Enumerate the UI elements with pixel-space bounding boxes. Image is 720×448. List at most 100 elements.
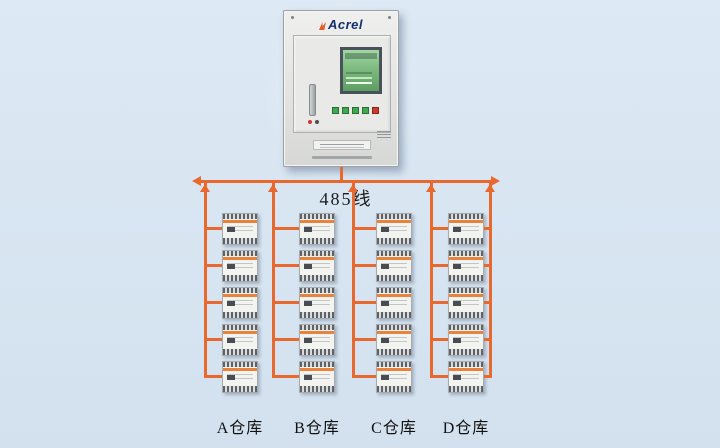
terminal-block-top (300, 214, 334, 219)
energy-meter-device (299, 361, 335, 393)
device-face (223, 260, 257, 275)
terminal-block-top (300, 251, 334, 256)
terminal-block-top (449, 288, 483, 293)
device-connector (484, 338, 489, 341)
brand-logo-icon (318, 22, 326, 30)
terminal-block-bottom (377, 238, 411, 244)
vent-slots (377, 129, 391, 140)
device-display (304, 375, 312, 380)
bus-drop-arrow-icon (348, 184, 358, 192)
energy-meter-device (222, 213, 258, 245)
cabinet-feed-line (340, 167, 343, 181)
device-connector (433, 264, 448, 267)
device-display (304, 301, 312, 306)
device-face (300, 260, 334, 275)
fine-print (312, 156, 372, 159)
device-connector (484, 375, 489, 378)
device-accent-stripe (449, 331, 483, 334)
device-connector (207, 264, 222, 267)
terminal-block-top (449, 325, 483, 330)
device-accent-stripe (377, 368, 411, 371)
energy-meter-device (299, 324, 335, 356)
device-display (227, 227, 235, 232)
terminal-block-top (223, 325, 257, 330)
device-display (453, 227, 461, 232)
device-face (300, 297, 334, 312)
device-connector (484, 227, 489, 230)
device-face (300, 371, 334, 386)
warehouse-label-a: A仓库 (216, 420, 264, 437)
device-accent-stripe (449, 220, 483, 223)
energy-meter-device (376, 250, 412, 282)
energy-meter-device (448, 250, 484, 282)
device-connector (355, 375, 376, 378)
door-handle (309, 84, 316, 116)
device-display (227, 375, 235, 380)
warehouse-label-d: D仓库 (442, 420, 490, 437)
panel-button (342, 107, 349, 114)
device-face (300, 334, 334, 349)
device-display (227, 338, 235, 343)
device-face (300, 223, 334, 238)
device-face (377, 334, 411, 349)
terminal-block-bottom (449, 312, 483, 318)
device-connector (275, 338, 299, 341)
device-connector (207, 338, 222, 341)
terminal-block-bottom (449, 238, 483, 244)
terminal-block-top (377, 325, 411, 330)
device-face (377, 297, 411, 312)
device-display (227, 264, 235, 269)
device-face (223, 223, 257, 238)
panel-button (352, 107, 359, 114)
energy-meter-device (299, 250, 335, 282)
brand-logo: Acrel (284, 17, 398, 32)
device-face (449, 297, 483, 312)
energy-meter-device (222, 361, 258, 393)
device-accent-stripe (223, 368, 257, 371)
device-accent-stripe (300, 220, 334, 223)
device-accent-stripe (300, 368, 334, 371)
device-accent-stripe (377, 294, 411, 297)
device-display (453, 264, 461, 269)
energy-meter-device (376, 324, 412, 356)
device-accent-stripe (377, 331, 411, 334)
energy-meter-device (376, 213, 412, 245)
terminal-block-bottom (300, 349, 334, 355)
device-accent-stripe (449, 257, 483, 260)
energy-meter-device (448, 213, 484, 245)
device-display (381, 338, 389, 343)
device-connector (484, 301, 489, 304)
device-connector (433, 227, 448, 230)
device-display (304, 338, 312, 343)
bus-drop-line (204, 181, 207, 378)
terminal-block-top (377, 214, 411, 219)
terminal-block-bottom (377, 386, 411, 392)
terminal-block-bottom (223, 238, 257, 244)
terminal-block-bottom (223, 386, 257, 392)
brand-name: Acrel (327, 17, 364, 32)
device-display (304, 227, 312, 232)
device-face (449, 371, 483, 386)
bus-drop-arrow-icon (485, 184, 495, 192)
indicator-leds (308, 120, 319, 124)
device-accent-stripe (300, 257, 334, 260)
warehouse-label-c: C仓库 (371, 420, 417, 437)
device-connector (433, 338, 448, 341)
energy-meter-device (376, 287, 412, 319)
device-display (453, 301, 461, 306)
device-connector (433, 375, 448, 378)
device-connector (484, 264, 489, 267)
terminal-block-bottom (377, 349, 411, 355)
energy-meter-device (222, 250, 258, 282)
device-face (449, 223, 483, 238)
terminal-block-bottom (377, 312, 411, 318)
bus-drop-line (272, 181, 275, 378)
energy-meter-device (448, 324, 484, 356)
device-display (304, 264, 312, 269)
device-connector (355, 338, 376, 341)
terminal-block-top (449, 214, 483, 219)
terminal-block-top (377, 251, 411, 256)
device-connector (355, 227, 376, 230)
device-face (449, 334, 483, 349)
